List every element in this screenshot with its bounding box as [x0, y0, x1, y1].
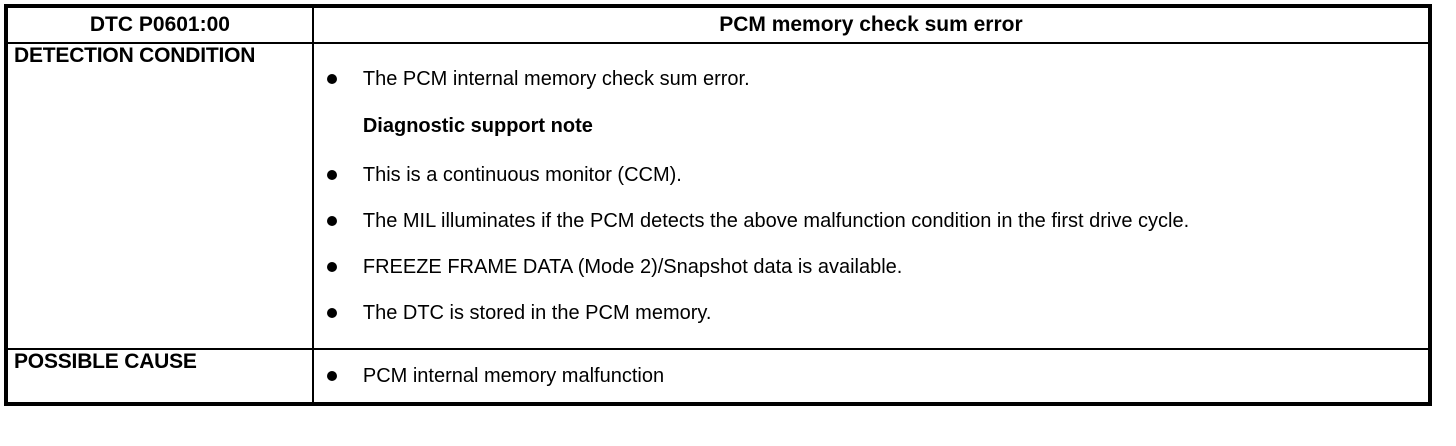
possible-cause-bullet-list: PCM internal memory malfunction [314, 350, 1428, 402]
list-item-text: This is a continuous monitor (CCM). [362, 164, 682, 186]
dtc-diagnostic-table: DTC P0601:00 PCM memory check sum error … [4, 4, 1432, 406]
list-item: The MIL illuminates if the PCM detects t… [314, 198, 1414, 244]
list-item: PCM internal memory malfunction [314, 358, 1414, 394]
list-item: Diagnostic support note [314, 102, 1414, 152]
list-item-text: The DTC is stored in the PCM memory. [362, 302, 712, 324]
list-item-text: FREEZE FRAME DATA (Mode 2)/Snapshot data… [362, 256, 903, 278]
list-item: This is a continuous monitor (CCM). [314, 152, 1414, 198]
list-item-text: The MIL illuminates if the PCM detects t… [362, 210, 1190, 232]
table-header-row: DTC P0601:00 PCM memory check sum error [5, 5, 1432, 44]
detection-condition-label: DETECTION CONDITION [14, 44, 256, 67]
table-row: DETECTION CONDITION The PCM internal mem… [5, 42, 1432, 350]
list-item-text: PCM internal memory malfunction [362, 365, 665, 387]
list-item: The PCM internal memory check sum error. [314, 56, 1414, 102]
diagnostic-support-note-heading: Diagnostic support note [362, 115, 593, 137]
list-item-text: The PCM internal memory check sum error. [362, 68, 750, 90]
bullet-point-icon [314, 362, 350, 381]
dtc-title-cell: PCM memory check sum error [311, 5, 1432, 44]
possible-cause-label: POSSIBLE CAUSE [14, 350, 197, 373]
table-row: POSSIBLE CAUSE PCM internal memory malfu… [5, 348, 1432, 405]
bullet-point-icon [314, 161, 350, 180]
bullet-spacer-icon [314, 112, 350, 131]
bullet-point-icon [314, 65, 350, 84]
dtc-code-cell: DTC P0601:00 [5, 5, 314, 44]
detection-condition-body-cell: The PCM internal memory check sum error.… [311, 42, 1432, 350]
possible-cause-body-cell: PCM internal memory malfunction [311, 348, 1432, 405]
possible-cause-label-cell: POSSIBLE CAUSE [5, 348, 314, 405]
bullet-point-icon [314, 207, 350, 226]
bullet-point-icon [314, 253, 350, 272]
list-item: FREEZE FRAME DATA (Mode 2)/Snapshot data… [314, 244, 1414, 290]
detection-condition-bullet-list: The PCM internal memory check sum error.… [314, 44, 1428, 348]
detection-condition-label-cell: DETECTION CONDITION [5, 42, 314, 350]
list-item: The DTC is stored in the PCM memory. [314, 290, 1414, 336]
bullet-point-icon [314, 299, 350, 318]
